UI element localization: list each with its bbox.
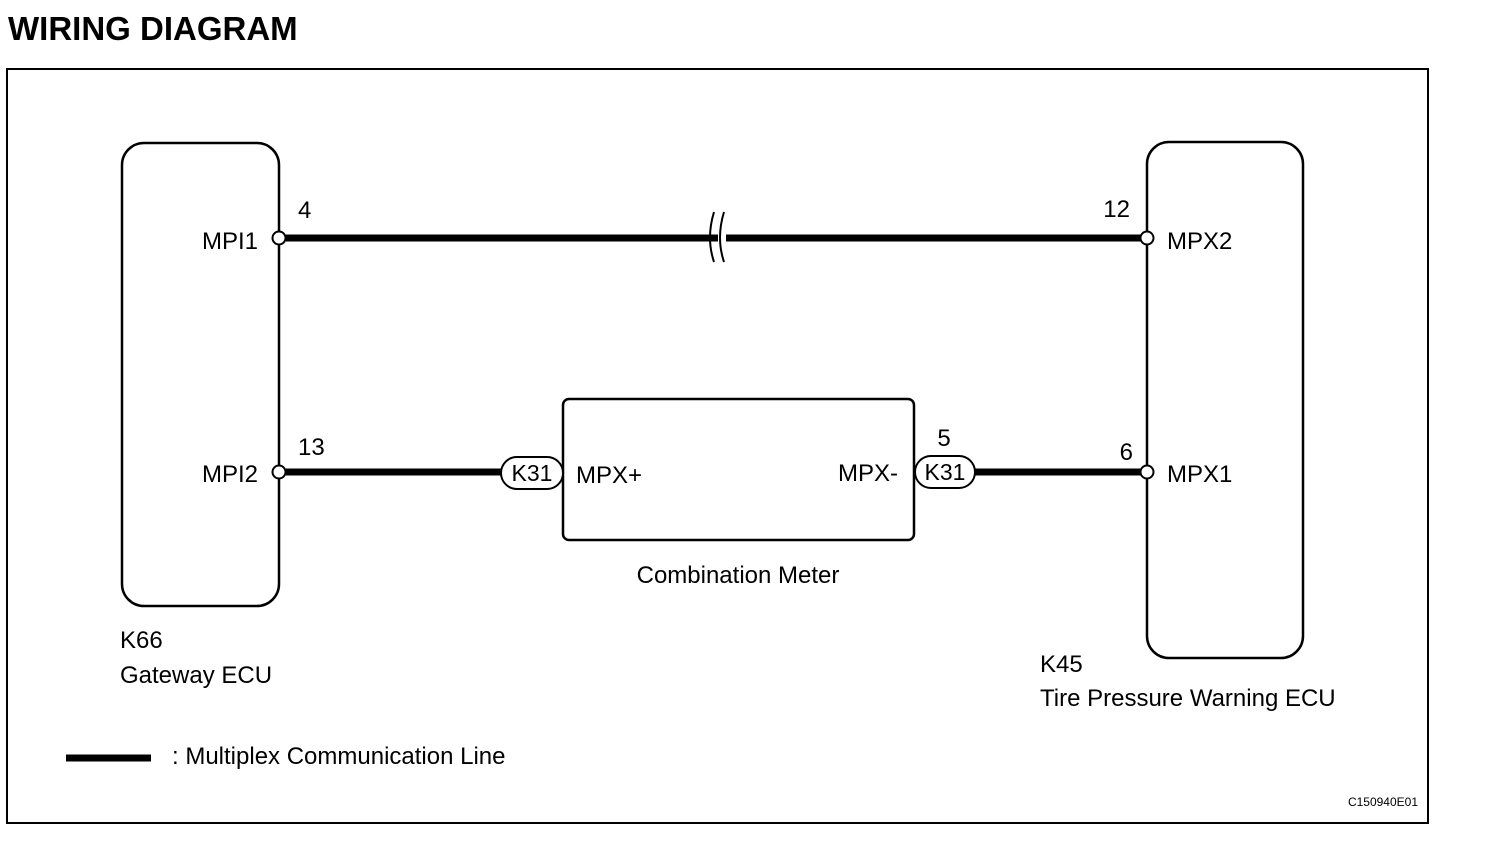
diagram-frame <box>6 68 1429 824</box>
terminal-mpx2-label: MPX2 <box>1167 228 1232 255</box>
terminal-mpx-minus-label: MPX- <box>838 460 898 487</box>
tpw-ecu-box <box>1145 140 1305 660</box>
gateway-ecu-name: Gateway ECU <box>120 662 272 689</box>
terminal-mpi1-label: MPI1 <box>202 228 258 255</box>
terminal-mpx2 <box>1139 230 1155 246</box>
wire-break-mark <box>709 211 725 263</box>
connector-k31-right <box>914 455 976 489</box>
terminal-mpi2-label: MPI2 <box>202 461 258 488</box>
combination-meter-label: Combination Meter <box>637 562 840 589</box>
legend-label: : Multiplex Communication Line <box>172 743 505 770</box>
gateway-ecu-box <box>120 141 281 608</box>
terminal-mpi1 <box>271 230 287 246</box>
terminal-mpx-plus-label: MPX+ <box>576 462 642 489</box>
pin-mpx-minus: 5 <box>937 425 950 452</box>
connector-k31-left-label: K31 <box>512 460 553 486</box>
terminal-mpx1-label: MPX1 <box>1167 461 1232 488</box>
pin-mpi1: 4 <box>298 197 311 224</box>
pin-mpx2: 12 <box>1103 196 1130 223</box>
pin-mpx1: 6 <box>1120 439 1133 466</box>
figure-code: C150940E01 <box>1348 795 1418 809</box>
connector-k31-right-label: K31 <box>925 459 966 485</box>
tpw-ecu-code: K45 <box>1040 651 1083 678</box>
page-title: WIRING DIAGRAM <box>8 10 298 47</box>
terminal-mpi2 <box>271 464 287 480</box>
gateway-ecu-code: K66 <box>120 627 163 654</box>
connector-k31-left <box>500 456 564 490</box>
pin-mpi2: 13 <box>298 434 325 461</box>
terminal-mpx1 <box>1139 464 1155 480</box>
tpw-ecu-name: Tire Pressure Warning ECU <box>1040 685 1336 712</box>
